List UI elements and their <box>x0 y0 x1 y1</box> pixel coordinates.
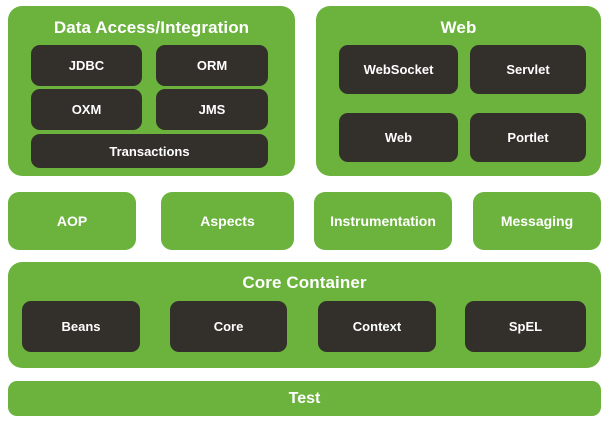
module-beans[interactable]: Beans <box>22 301 140 352</box>
module-test[interactable]: Test <box>8 381 601 416</box>
module-instrumentation[interactable]: Instrumentation <box>314 192 452 250</box>
module-jdbc[interactable]: JDBC <box>31 45 142 86</box>
module-transactions[interactable]: Transactions <box>31 134 268 168</box>
module-aspects[interactable]: Aspects <box>161 192 294 250</box>
module-core[interactable]: Core <box>170 301 287 352</box>
module-jms[interactable]: JMS <box>156 89 268 130</box>
module-context[interactable]: Context <box>318 301 436 352</box>
group-title-data-access-integration: Data Access/Integration <box>53 18 250 37</box>
module-spel[interactable]: SpEL <box>465 301 586 352</box>
group-title-web: Web <box>440 18 477 37</box>
module-messaging[interactable]: Messaging <box>473 192 601 250</box>
module-orm[interactable]: ORM <box>156 45 268 86</box>
module-servlet[interactable]: Servlet <box>470 45 586 94</box>
module-web[interactable]: Web <box>339 113 458 162</box>
module-portlet[interactable]: Portlet <box>470 113 586 162</box>
module-websocket[interactable]: WebSocket <box>339 45 458 94</box>
group-title-core-container: Core Container <box>242 273 367 292</box>
module-oxm[interactable]: OXM <box>31 89 142 130</box>
module-aop[interactable]: AOP <box>8 192 136 250</box>
